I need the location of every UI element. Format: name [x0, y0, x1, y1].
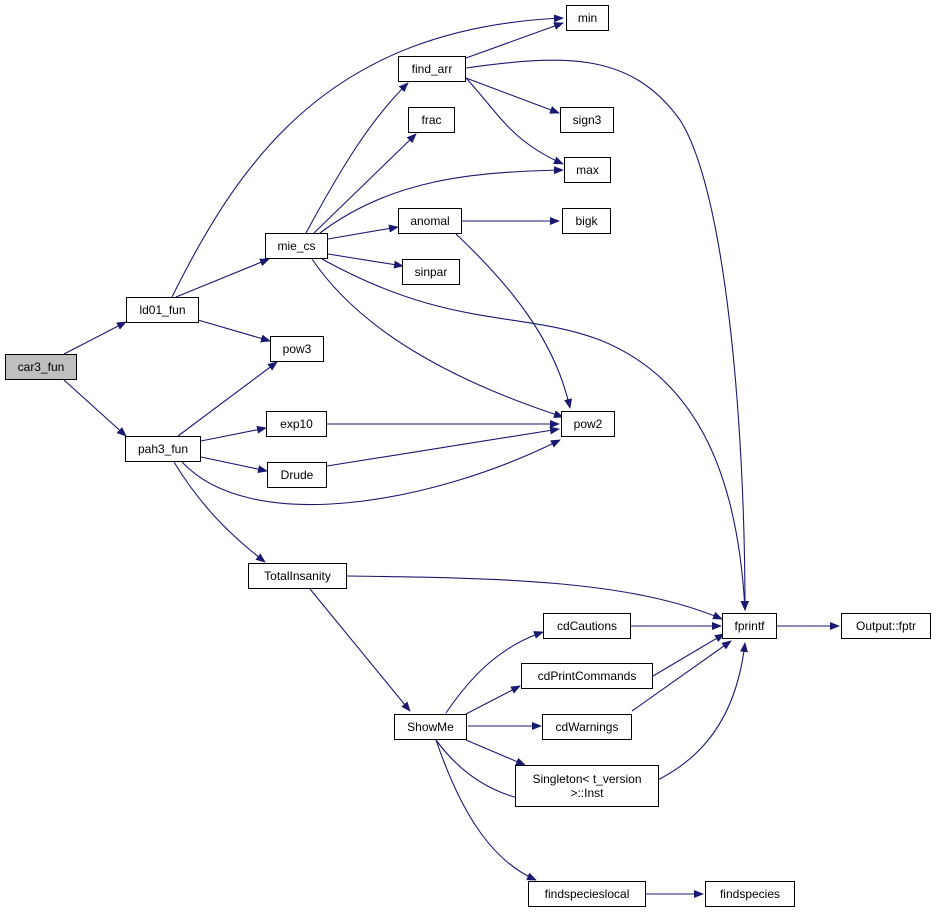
node-cdprintcommands[interactable]: cdPrintCommands	[521, 663, 653, 689]
edge-ld01-pow3	[197, 319, 271, 343]
edge-pah3-pow2	[181, 439, 561, 506]
edge-cdprintcommands-fprintf	[652, 633, 725, 677]
edge-mie-anomal	[327, 224, 399, 240]
node-exp10[interactable]: exp10	[266, 411, 327, 437]
edge-totalinsanity-showme	[309, 588, 411, 712]
edge-pah3-exp10	[200, 425, 267, 442]
node-anomal[interactable]: anomal	[398, 208, 462, 234]
edge-mie-sinpar	[327, 253, 404, 269]
edge-showme-singleton	[465, 739, 526, 766]
node-pow2[interactable]: pow2	[561, 411, 615, 437]
node-findspecieslocal[interactable]: findspecieslocal	[528, 881, 646, 907]
edge-pah3-totalinsanity	[173, 461, 266, 563]
node-singleton-inst[interactable]: Singleton< t_version >::Inst	[515, 765, 659, 807]
edge-findarr-min	[465, 22, 564, 59]
edge-showme-findspecieslocal	[435, 739, 537, 881]
edge-mie-fprintf	[321, 258, 749, 611]
node-frac[interactable]: frac	[408, 107, 455, 133]
edge-mie-findarr	[305, 82, 409, 234]
edge-findarr-sign3	[465, 77, 560, 114]
node-output-fptr[interactable]: Output::fptr	[841, 613, 931, 639]
node-showme[interactable]: ShowMe	[394, 714, 467, 740]
edge-ld01-min	[171, 14, 564, 298]
edge-drude-pow2	[326, 426, 560, 467]
edge-mie-frac	[313, 133, 417, 234]
node-totalinsanity[interactable]: TotalInsanity	[248, 563, 347, 589]
node-cdcautions[interactable]: cdCautions	[543, 613, 631, 639]
node-pah3-fun[interactable]: pah3_fun	[125, 436, 201, 462]
node-findspecies[interactable]: findspecies	[705, 881, 795, 907]
node-max[interactable]: max	[564, 157, 611, 183]
edge-cdwarnings-fprintf	[631, 640, 732, 712]
node-min[interactable]: min	[566, 5, 609, 31]
node-ld01-fun[interactable]: ld01_fun	[126, 297, 199, 323]
edge-mie-pow2	[311, 258, 564, 418]
edge-car3-pah3	[63, 379, 127, 437]
edge-totalinsanity-fprintf	[346, 575, 723, 620]
edge-mie-max	[319, 166, 564, 234]
node-sinpar[interactable]: sinpar	[402, 259, 460, 285]
node-find-arr[interactable]: find_arr	[398, 56, 466, 82]
node-mie-cs[interactable]: mie_cs	[265, 233, 328, 259]
edge-car3-ld01	[63, 321, 127, 355]
edge-findarr-max	[465, 77, 564, 165]
node-bigk[interactable]: bigk	[562, 208, 611, 234]
node-car3-fun: car3_fun	[5, 354, 77, 380]
node-cdwarnings[interactable]: cdWarnings	[542, 714, 632, 740]
node-fprintf[interactable]: fprintf	[722, 613, 777, 639]
edge-showme-cdprintcommands	[465, 685, 521, 715]
edge-showme-cdcautions	[445, 631, 544, 714]
edge-anomal-pow2	[455, 233, 572, 409]
node-drude[interactable]: Drude	[267, 462, 327, 488]
node-sign3[interactable]: sign3	[560, 107, 614, 133]
edge-ld01-mie	[175, 258, 270, 298]
edge-findarr-fprintf	[465, 59, 749, 611]
node-pow3[interactable]: pow3	[270, 336, 324, 362]
edge-pah3-pow3	[177, 361, 278, 437]
edge-pah3-drude	[200, 456, 268, 474]
